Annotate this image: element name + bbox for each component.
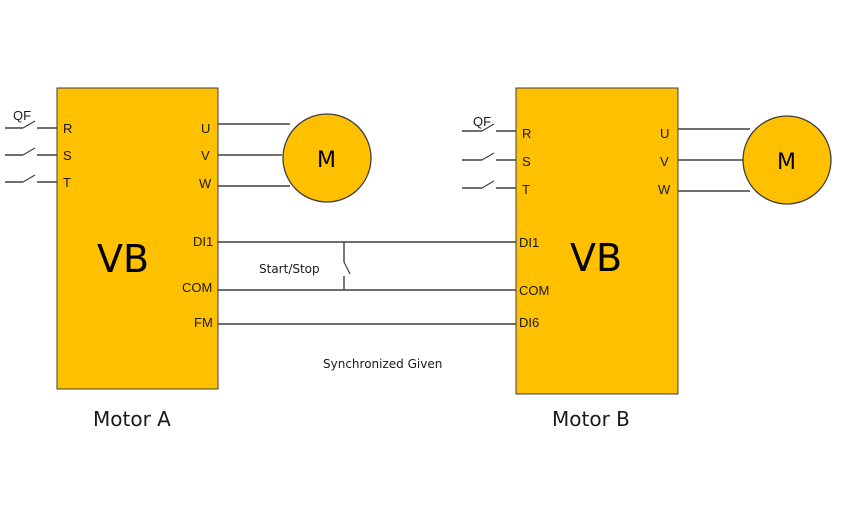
drive-a-caption: Motor A — [93, 407, 171, 431]
drive-b: QF R S T U V W DI1 COM DI6 VB M Motor B — [462, 87, 832, 431]
drive-a-breaker: QF — [5, 108, 57, 183]
drive-a-terminal-com: COM — [182, 280, 212, 295]
drive-a-terminal-u: U — [201, 121, 210, 136]
drive-a-terminal-t: T — [63, 175, 71, 190]
drive-a-name: VB — [97, 237, 149, 281]
start-stop-switch — [343, 242, 351, 290]
drive-b-terminal-t: T — [522, 182, 530, 197]
drive-a-terminal-r: R — [63, 121, 72, 136]
motor-a-label: M — [317, 148, 336, 173]
drive-a-box — [56, 87, 219, 390]
drive-a-terminal-s: S — [63, 148, 72, 163]
drive-b-caption: Motor B — [552, 407, 630, 431]
drive-b-breaker: QF — [462, 114, 516, 189]
drive-b-name: VB — [570, 236, 622, 280]
drive-a-terminal-v: V — [201, 148, 210, 163]
drive-a-terminal-di1: DI1 — [193, 234, 213, 249]
drive-b-terminal-di6: DI6 — [519, 315, 539, 330]
drive-a-terminal-w: W — [199, 176, 212, 191]
start-stop-label: Start/Stop — [259, 262, 320, 276]
motor-a — [282, 113, 372, 203]
drive-b-terminal-w: W — [658, 182, 671, 197]
control-links: Start/Stop Synchronized Given — [218, 241, 516, 371]
drive-b-terminal-com: COM — [519, 283, 549, 298]
drive-b-terminal-u: U — [660, 126, 669, 141]
drive-b-terminal-r: R — [522, 126, 531, 141]
drive-b-box — [515, 87, 679, 395]
motor-b-label: M — [777, 150, 796, 175]
drive-a-terminal-fm: FM — [194, 315, 213, 330]
sync-label: Synchronized Given — [323, 357, 442, 371]
drive-a-breaker-label: QF — [13, 108, 31, 123]
drive-b-terminal-v: V — [660, 154, 669, 169]
motor-b — [742, 115, 832, 205]
drive-b-breaker-label: QF — [473, 114, 491, 129]
drive-b-terminal-di1: DI1 — [519, 235, 539, 250]
drive-b-terminal-s: S — [522, 154, 531, 169]
drive-a: QF R S T U V W DI1 COM FM VB M Motor A — [5, 87, 372, 431]
